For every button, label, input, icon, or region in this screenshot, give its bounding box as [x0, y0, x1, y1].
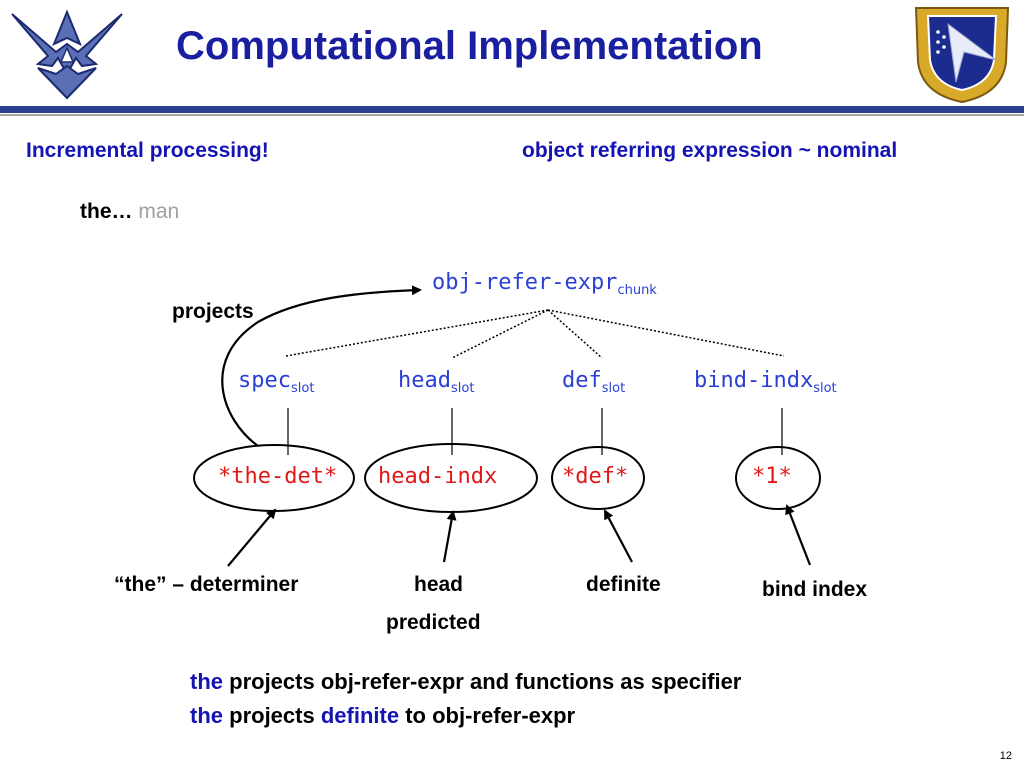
arrow-bind-index — [785, 504, 812, 566]
arrow-determiner — [227, 508, 277, 567]
slot-bind-indx-sub: slot — [813, 381, 837, 396]
value-def: *def* — [562, 464, 629, 489]
tree-line-bind — [547, 309, 785, 357]
arrow-head — [442, 510, 457, 563]
slot-spec-sub: slot — [290, 381, 315, 396]
summary-line-2: the projects definite to obj-refer-expr — [190, 703, 575, 729]
page-number: 12 — [999, 750, 1012, 762]
summary-line-2-the: the — [190, 703, 223, 728]
value-ellipse-def — [551, 446, 645, 510]
annotation-definite: definite — [586, 573, 661, 596]
slot-spec-name: spec — [238, 368, 291, 393]
right-heading: object referring expression ~ nominal — [522, 139, 898, 162]
slot-def: defslot — [562, 368, 626, 396]
title-divider-shadow — [0, 114, 1024, 116]
phrase: the… man — [80, 200, 179, 224]
projects-label: projects — [172, 300, 254, 323]
summary-line-2-definite: definite — [320, 703, 400, 728]
slot-spec: specslot — [238, 368, 315, 396]
slot-bind-indx-name: bind-indx — [694, 368, 814, 393]
summary-line-1: the projects obj-refer-expr and function… — [190, 669, 741, 695]
projects-arrow — [221, 285, 422, 447]
slide-title: Computational Implementation — [176, 24, 763, 68]
summary-line-1-rest: projects obj-refer-expr and functions as… — [229, 669, 742, 694]
slot-bind-indx: bind-indxslot — [694, 368, 837, 396]
slot-head-sub: slot — [450, 381, 475, 396]
slot-head: headslot — [398, 368, 475, 396]
phrase-start: the… — [80, 200, 133, 223]
summary-line-1-the: the — [190, 669, 223, 694]
root-chunk-label: obj-refer-exprchunk — [432, 270, 657, 298]
slot-head-name: head — [398, 368, 451, 393]
root-sub: chunk — [617, 283, 657, 298]
value-ellipse-bind — [735, 446, 821, 510]
slot-def-sub: slot — [601, 381, 626, 396]
annotation-determiner: “the” – determiner — [114, 573, 299, 596]
value-bind-index: *1* — [752, 464, 792, 489]
air-force-research-laboratory-seal — [914, 7, 1010, 104]
annotation-head: head — [414, 573, 464, 596]
root-label: obj-refer-expr — [432, 270, 618, 295]
value-the-det: *the-det* — [218, 464, 338, 489]
arrow-definite — [604, 509, 633, 563]
tree-line-head — [451, 309, 549, 359]
annotation-bind-index: bind index — [762, 578, 867, 601]
air-force-wings-logo — [11, 9, 123, 100]
summary-line-2-end: to obj-refer-expr — [405, 703, 576, 728]
title-divider — [0, 106, 1024, 113]
slot-def-name: def — [562, 368, 602, 393]
phrase-next-word: man — [138, 200, 180, 223]
tree-line-def — [547, 309, 603, 359]
tree-line-spec — [285, 309, 549, 357]
left-heading: Incremental processing! — [26, 139, 269, 162]
annotation-predicted: predicted — [386, 611, 481, 634]
value-head-indx: head-indx — [378, 464, 498, 489]
summary-line-2-mid: projects — [229, 703, 315, 728]
